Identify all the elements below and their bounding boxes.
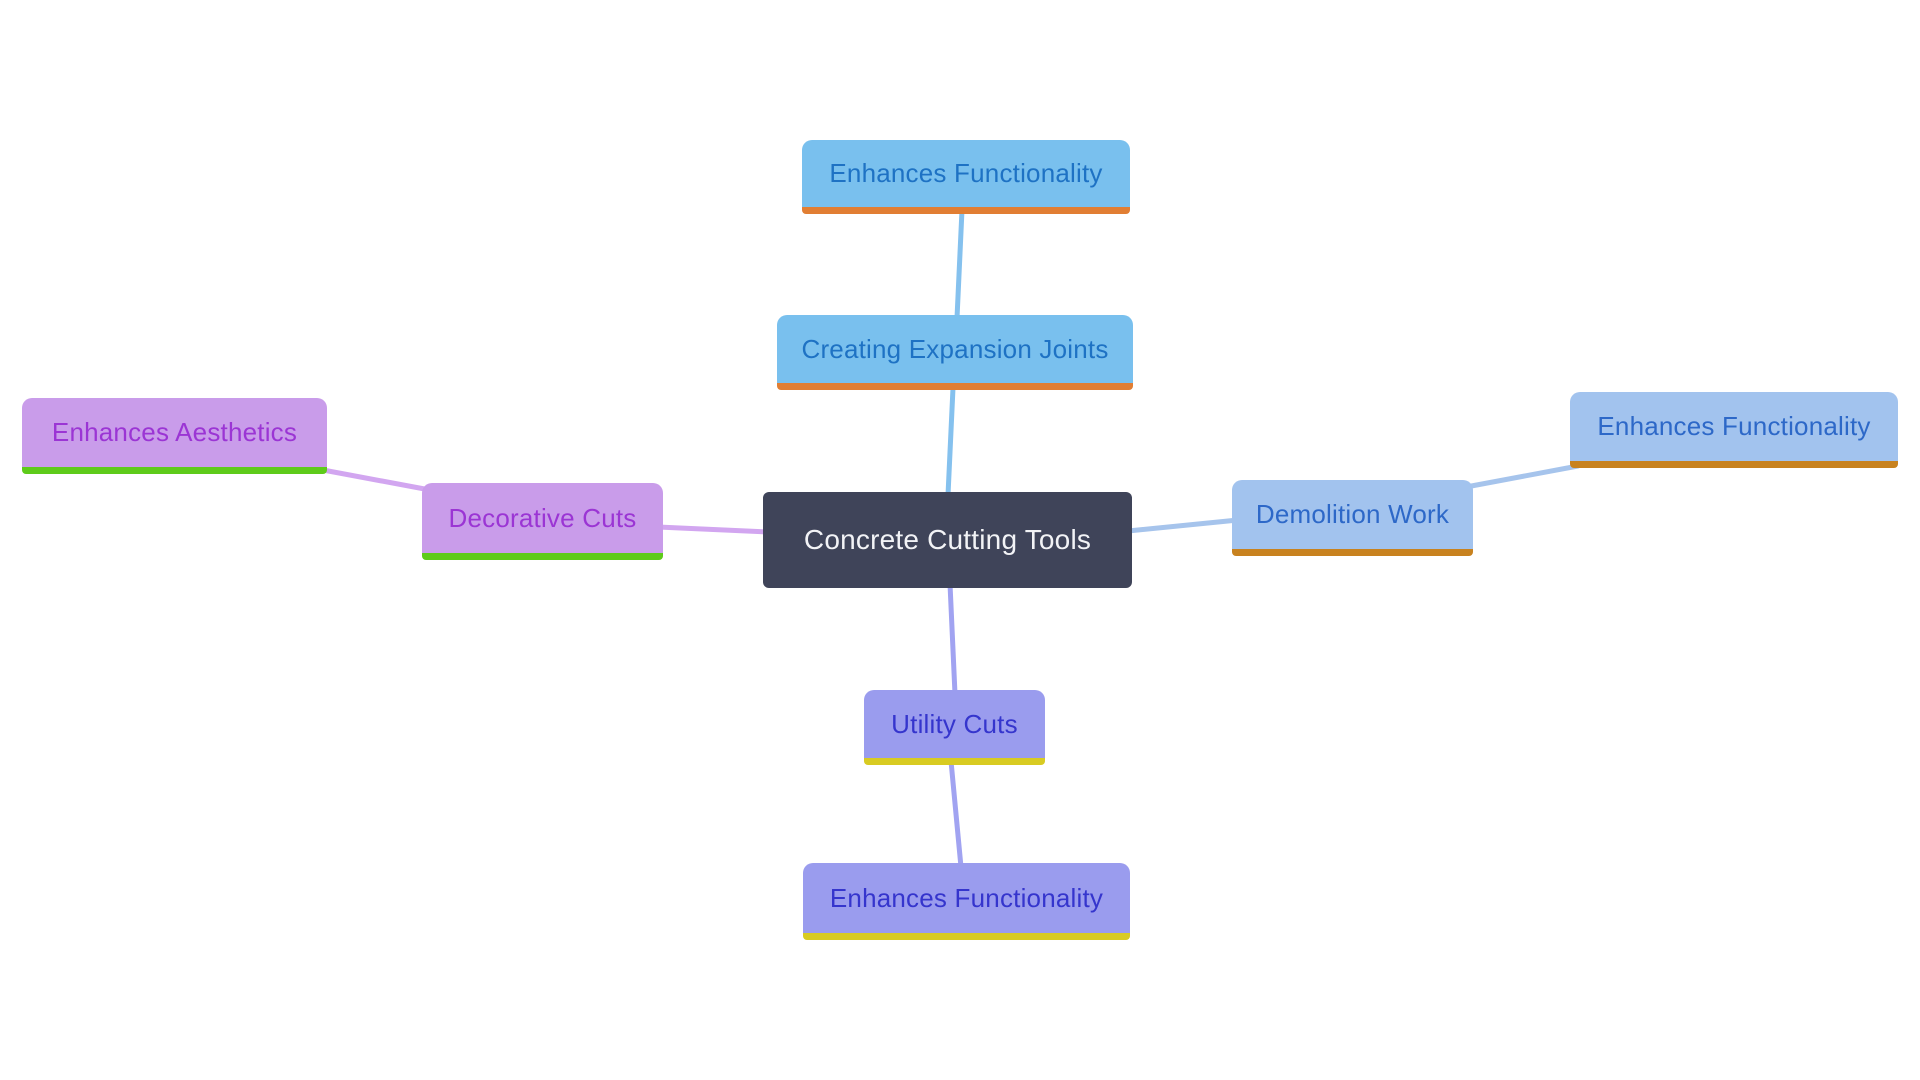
node-utility-cuts[interactable]: Utility Cuts [864,690,1045,765]
node-creating-expansion-joints[interactable]: Creating Expansion Joints [777,315,1133,390]
node-enhances-functionality-top[interactable]: Enhances Functionality [802,140,1130,214]
node-enhances-functionality-right[interactable]: Enhances Functionality [1570,392,1898,468]
node-label: Enhances Functionality [1597,411,1871,441]
node-label: Enhances Aesthetics [51,417,298,447]
edge-center-to-decorative-cuts [655,524,771,535]
node-concrete-cutting-tools[interactable]: Concrete Cutting Tools [763,492,1132,588]
edge-utility-cuts-to-enhances-functionality [948,758,964,870]
node-enhances-functionality-bottom[interactable]: Enhances Functionality [803,863,1130,940]
node-label: Creating Expansion Joints [801,333,1109,364]
edge-center-to-utility-cuts [947,581,958,697]
node-label: Enhances Functionality [829,882,1104,913]
node-label: Utility Cuts [891,708,1018,739]
node-label: Decorative Cuts [448,502,637,533]
node-label: Enhances Functionality [829,158,1103,188]
edge-demolition-work-to-enhances-functionality [1463,463,1581,490]
node-demolition-work[interactable]: Demolition Work [1232,480,1473,556]
node-enhances-aesthetics[interactable]: Enhances Aesthetics [22,398,327,474]
node-label: Demolition Work [1255,499,1450,529]
node-label: Concrete Cutting Tools [803,524,1092,555]
node-decorative-cuts[interactable]: Decorative Cuts [422,483,663,560]
edge-decorative-cuts-to-enhances-aesthetics [320,467,433,493]
edge-creating-expansion-joints-to-enhances-functionality [954,207,965,321]
edge-center-to-demolition-work [1125,517,1241,534]
edge-center-to-creating-expansion-joints [945,385,956,498]
